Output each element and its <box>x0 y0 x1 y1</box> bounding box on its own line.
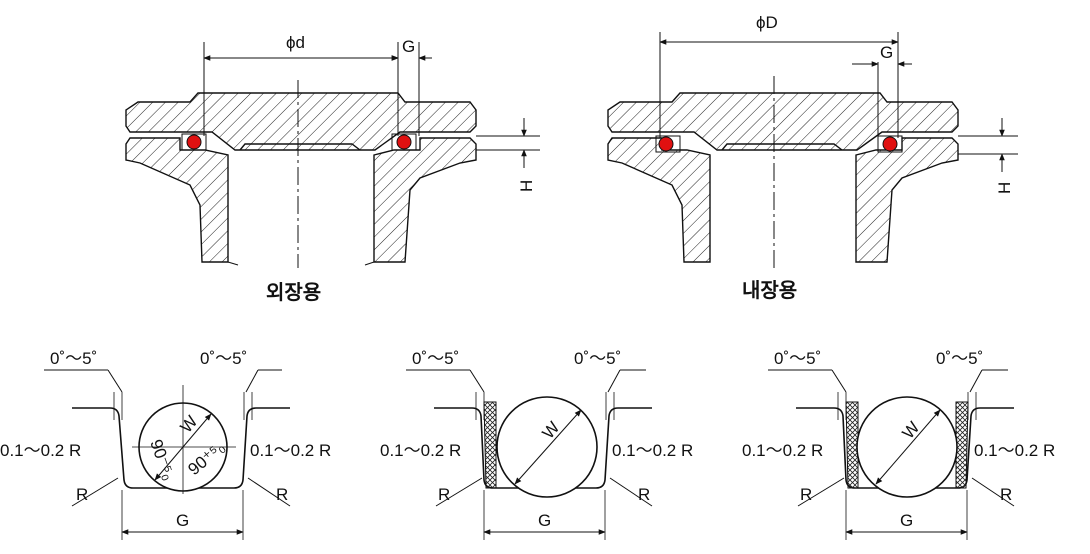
oring-left-2 <box>658 136 674 152</box>
groove-1-radius-right: 0.1～0.2 R <box>250 441 331 460</box>
upper-flange-2 <box>607 92 959 151</box>
internal-caption: 내장용 <box>742 279 797 302</box>
groove-2-width: G <box>538 511 551 530</box>
internal-height-label: H <box>995 182 1014 194</box>
groove-3-corner-left: R <box>800 485 812 504</box>
upper-flange <box>125 92 477 151</box>
groove-2-radius-left: 0.1～0.2 R <box>380 441 461 460</box>
groove-1-corner-right: R <box>276 485 288 504</box>
groove-1 <box>44 369 291 540</box>
groove-2-corner-right: R <box>638 485 650 504</box>
lower-body-right <box>373 137 477 263</box>
external-diameter-label: ϕd <box>286 33 305 52</box>
oring-right <box>396 134 412 150</box>
groove-3-radius-left: 0.1～0.2 R <box>742 441 823 460</box>
oring-section-3 <box>856 396 958 498</box>
external-height-label: H <box>517 180 536 192</box>
internal-diameter-label: ϕD <box>756 13 778 32</box>
internal-gap-label: G <box>880 43 893 62</box>
oring-right-2 <box>882 136 898 152</box>
groove-2-angle-right: 0˚～5˚ <box>574 349 621 368</box>
groove-2 <box>406 369 653 540</box>
groove-3-corner-right: R <box>1000 485 1012 504</box>
groove-2-corner-left: R <box>438 485 450 504</box>
lower-body-left-2 <box>607 137 711 263</box>
oring-left <box>186 134 202 150</box>
lower-body-right-2 <box>855 137 959 263</box>
groove-3-radius-right: 0.1～0.2 R <box>974 441 1055 460</box>
backup-ring-right-3 <box>955 401 969 489</box>
groove-3-width: G <box>900 511 913 530</box>
groove-3-angle-right: 0˚～5˚ <box>936 349 983 368</box>
groove-2-angle-left: 0˚～5˚ <box>412 349 459 368</box>
groove-3-angle-left: 0˚～5˚ <box>774 349 821 368</box>
groove-3 <box>768 369 1015 540</box>
groove-1-angle-left: 0˚～5˚ <box>50 349 97 368</box>
backup-ring-left-2 <box>483 401 497 489</box>
groove-1-width: G <box>176 511 189 530</box>
backup-ring-left-3 <box>845 401 859 489</box>
internal-assembly <box>607 32 1018 268</box>
external-assembly <box>125 42 540 268</box>
groove-2-radius-right: 0.1～0.2 R <box>612 441 693 460</box>
groove-1-angle-right: 0˚～5˚ <box>200 349 247 368</box>
lower-body-left <box>125 137 229 263</box>
groove-1-corner-left: R <box>76 485 88 504</box>
oring-section-2 <box>496 396 598 498</box>
external-gap-label: G <box>402 37 415 56</box>
groove-1-radius-left: 0.1～0.2 R <box>0 441 81 460</box>
external-caption: 외장용 <box>266 281 321 304</box>
